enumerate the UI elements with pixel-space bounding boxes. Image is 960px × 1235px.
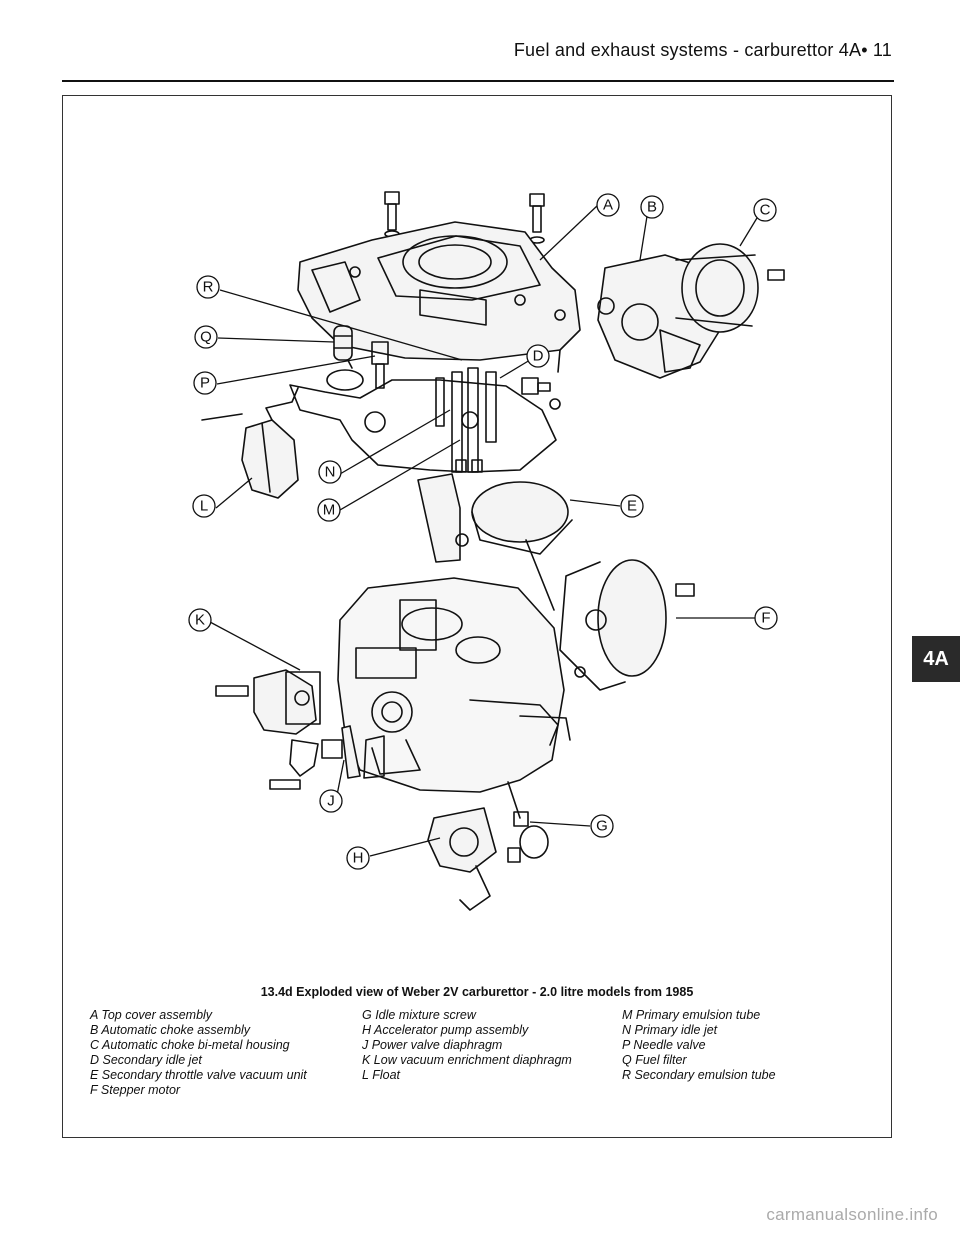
legend-item: L Float bbox=[362, 1068, 400, 1082]
legend-item: J Power valve diaphragm bbox=[362, 1038, 503, 1052]
legend-item: H Accelerator pump assembly bbox=[362, 1023, 529, 1037]
footer-watermark: carmanualsonline.info bbox=[766, 1205, 938, 1224]
callout-l: L bbox=[200, 498, 208, 515]
secondary-idle-jet bbox=[521, 377, 561, 410]
legend-item: F Stepper motor bbox=[90, 1083, 181, 1097]
float-pin bbox=[201, 413, 243, 421]
idle-mixture-screw bbox=[507, 781, 549, 859]
legend-item: R Secondary emulsion tube bbox=[622, 1068, 776, 1082]
accelerator-pump-assembly bbox=[427, 807, 521, 911]
callout-j: J bbox=[327, 793, 335, 810]
callout-g: G bbox=[596, 818, 608, 835]
callout-h: H bbox=[353, 850, 364, 867]
callout-k: K bbox=[195, 612, 205, 629]
emulsion-tubes bbox=[435, 367, 497, 473]
low-vacuum-enrichment-diaphragm bbox=[215, 669, 321, 777]
secondary-throttle-vacuum-unit bbox=[417, 473, 573, 611]
legend-item: K Low vacuum enrichment diaphragm bbox=[362, 1053, 572, 1067]
header-title: Fuel and exhaust systems - carburettor 4… bbox=[513, 40, 892, 60]
choke-bimetal-housing bbox=[675, 243, 759, 333]
top-screw-left bbox=[384, 191, 400, 238]
callout-a: A bbox=[603, 197, 613, 214]
callout-bubble-e bbox=[620, 494, 644, 518]
legend-item: A Top cover assembly bbox=[90, 1008, 213, 1022]
stepper-screw bbox=[675, 583, 695, 597]
callout-m: M bbox=[323, 502, 336, 519]
figure-frame bbox=[62, 95, 892, 1138]
callout-bubble-g bbox=[590, 814, 614, 838]
top-screw-right bbox=[529, 193, 545, 244]
callout-bubble-k bbox=[188, 608, 212, 632]
header-rule bbox=[62, 80, 894, 82]
chapter-tab: 4A bbox=[912, 636, 960, 682]
top-cover-assembly bbox=[297, 221, 581, 373]
carburettor-body bbox=[337, 577, 571, 793]
callout-q: Q bbox=[200, 329, 212, 346]
callout-d: D bbox=[533, 348, 544, 365]
callout-b: B bbox=[647, 199, 657, 216]
callout-n: N bbox=[325, 464, 336, 481]
legend-item: G Idle mixture screw bbox=[362, 1008, 476, 1022]
callout-c: C bbox=[760, 202, 771, 219]
callout-e: E bbox=[627, 498, 637, 515]
callout-bubble-a bbox=[596, 193, 620, 217]
callout-bubble-c bbox=[753, 198, 777, 222]
callout-bubble-j bbox=[319, 789, 343, 813]
callout-bubble-p bbox=[193, 371, 217, 395]
legend-item: C Automatic choke bi-metal housing bbox=[90, 1038, 290, 1052]
callout-bubble-m bbox=[317, 498, 341, 522]
callout-bubble-r bbox=[196, 275, 220, 299]
callout-bubble-n bbox=[318, 460, 342, 484]
float bbox=[241, 387, 299, 499]
legend-column: A Top cover assembly B Automatic choke a… bbox=[90, 1008, 362, 1098]
legend-column: M Primary emulsion tube N Primary idle j… bbox=[622, 1008, 862, 1098]
top-cover-gasket bbox=[289, 379, 557, 473]
callout-bubble-f bbox=[754, 606, 778, 630]
callout-bubble-q bbox=[194, 325, 218, 349]
diaphragm-screw bbox=[269, 779, 301, 790]
legend-item: Q Fuel filter bbox=[622, 1053, 687, 1067]
stepper-motor bbox=[559, 559, 667, 691]
needle-seat bbox=[326, 369, 364, 391]
needle-valve bbox=[371, 341, 389, 389]
legend-item: B Automatic choke assembly bbox=[90, 1023, 251, 1037]
legend-item: E Secondary throttle valve vacuum unit bbox=[90, 1068, 307, 1082]
legend-item: D Secondary idle jet bbox=[90, 1053, 202, 1067]
legend-item: P Needle valve bbox=[622, 1038, 706, 1052]
figure-legend: A Top cover assembly B Automatic choke a… bbox=[90, 1008, 880, 1098]
callout-bubble-h bbox=[346, 846, 370, 870]
callout-bubble-l bbox=[192, 494, 216, 518]
gasket-hole bbox=[461, 411, 479, 429]
callout-bubble-d bbox=[526, 344, 550, 368]
power-valve-diaphragm bbox=[321, 725, 385, 779]
fuel-filter bbox=[333, 325, 353, 361]
figure-caption: 13.4d Exploded view of Weber 2V carburet… bbox=[260, 985, 694, 999]
gasket-hole bbox=[364, 411, 386, 433]
choke-screw bbox=[767, 269, 785, 281]
legend-item: N Primary idle jet bbox=[622, 1023, 718, 1037]
callout-r: R bbox=[203, 279, 214, 296]
callout-f: F bbox=[761, 610, 770, 627]
legend-column: G Idle mixture screw H Accelerator pump … bbox=[362, 1008, 622, 1098]
callout-bubble-b bbox=[640, 195, 664, 219]
callout-p: P bbox=[200, 375, 210, 392]
legend-item: M Primary emulsion tube bbox=[622, 1008, 761, 1022]
